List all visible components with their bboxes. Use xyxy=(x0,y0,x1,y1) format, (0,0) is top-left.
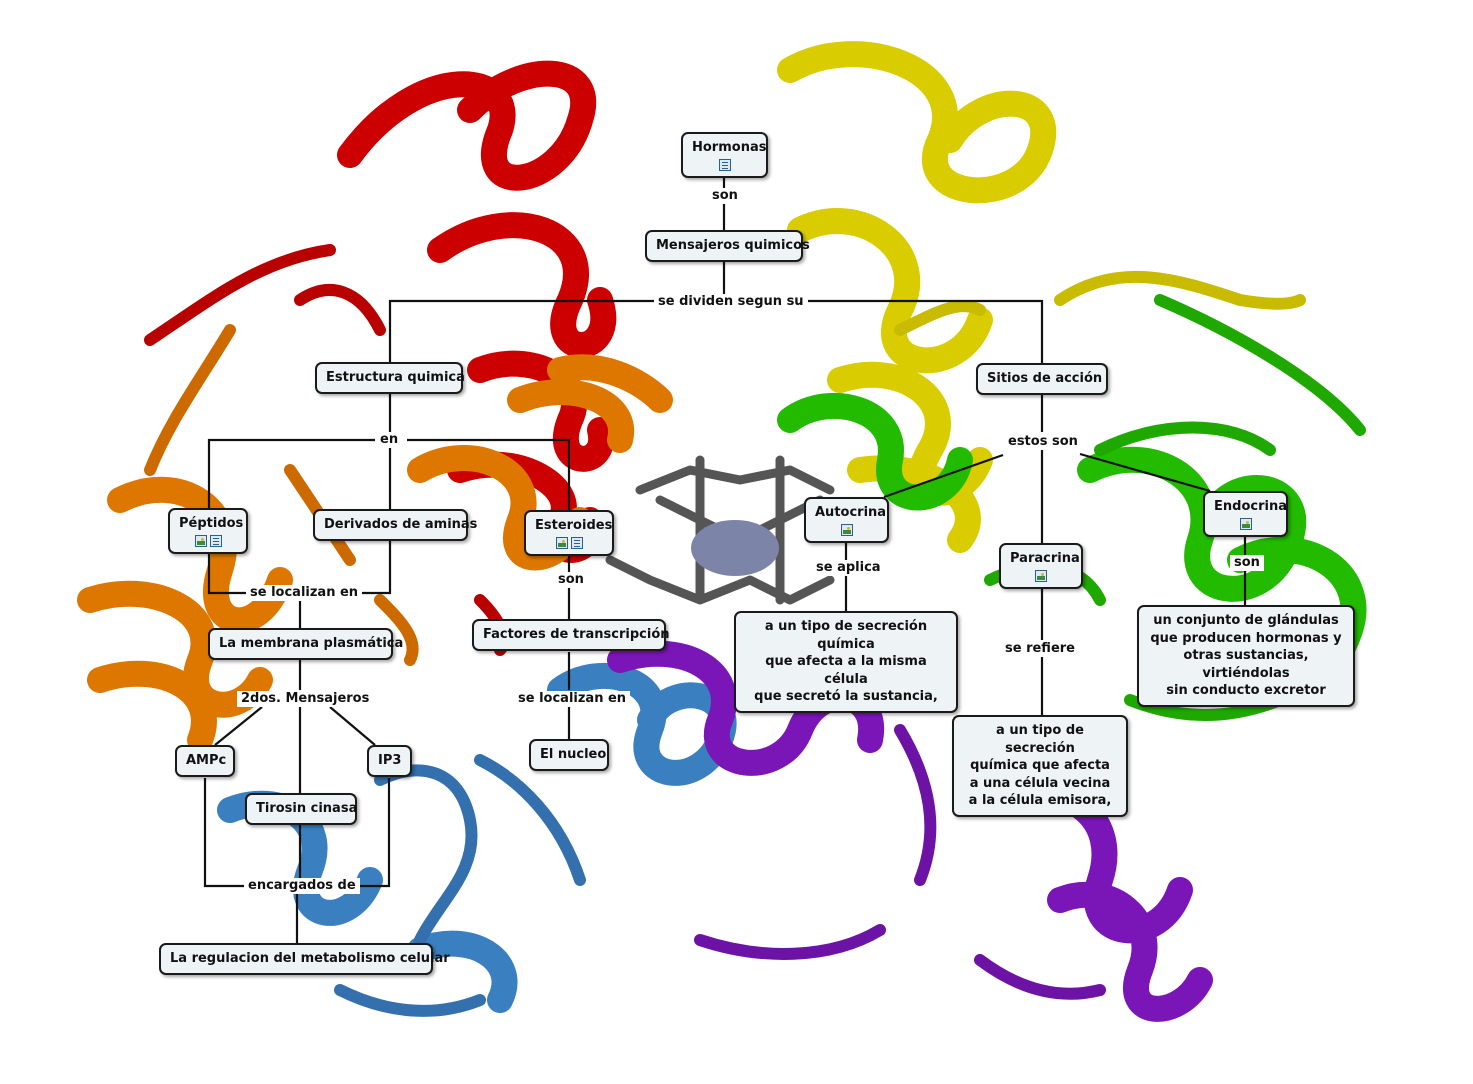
connector xyxy=(883,453,1004,499)
concept-label: Autocrina xyxy=(815,505,887,520)
concept-label: AMPc xyxy=(186,753,227,768)
concept-factores-de-transcripcion[interactable]: Factores de transcripción xyxy=(472,619,670,651)
definition-line: a la célula emisora, xyxy=(968,793,1112,809)
purple-strand-ribbon xyxy=(694,724,1106,1000)
concept-esteroides[interactable]: Esteroides xyxy=(524,510,614,556)
concept-label: Paracrina xyxy=(1010,551,1080,566)
orange-helix-ribbon xyxy=(77,354,673,753)
connector xyxy=(388,299,657,363)
definition-line: que producen hormonas y xyxy=(1150,630,1342,646)
heme-iron-atom xyxy=(691,520,779,576)
link-encargados-de: encargados de xyxy=(244,878,360,894)
link-son: son xyxy=(708,188,742,204)
concept-estructura-quimica[interactable]: Estructura quimica xyxy=(315,362,465,394)
concept-label: Hormonas xyxy=(692,140,767,155)
concept-paracrina-definicion[interactable]: a un tipo de secreción química que afect… xyxy=(952,715,1128,817)
definition-line: a un tipo de secreción xyxy=(996,723,1084,756)
concept-label: Sitios de acción xyxy=(987,371,1103,386)
connector xyxy=(207,438,375,508)
concept-membrana-plasmatica[interactable]: La membrana plasmática xyxy=(208,628,404,660)
image-attachment-icon[interactable] xyxy=(194,534,207,547)
definition-line: un conjunto de glándulas xyxy=(1153,613,1339,628)
concept-label: La regulacion del metabolismo celular xyxy=(170,951,450,966)
concept-autocrina-definicion[interactable]: a un tipo de secreción química que afect… xyxy=(734,611,958,713)
image-attachment-icon[interactable] xyxy=(1239,517,1252,530)
concept-tirosin-cinasa[interactable]: Tirosin cinasa xyxy=(245,793,357,825)
concept-label: Factores de transcripción xyxy=(483,627,670,642)
connector xyxy=(203,778,246,888)
concept-hormonas[interactable]: Hormonas xyxy=(681,132,768,178)
definition-line: que secretó la sustancia, xyxy=(754,689,938,705)
concept-paracrina[interactable]: Paracrina xyxy=(999,543,1083,589)
concept-label: Tirosin cinasa xyxy=(256,801,358,816)
connector xyxy=(214,706,263,746)
definition-line: química que afecta xyxy=(970,758,1110,774)
connector xyxy=(329,706,376,746)
link-son: son xyxy=(554,572,588,588)
connector xyxy=(207,552,246,595)
concept-sitios-de-accion[interactable]: Sitios de acción xyxy=(976,363,1108,395)
concept-mensajeros-quimicos[interactable]: Mensajeros quimicos xyxy=(645,230,810,262)
link-segundos-mensajeros: 2dos. Mensajeros xyxy=(237,691,374,707)
definition-line: otras sustancias, virtiéndolas xyxy=(1183,648,1309,681)
concept-ip3[interactable]: IP3 xyxy=(367,745,412,777)
document-attachment-icon[interactable] xyxy=(209,534,222,547)
link-se-aplica: se aplica xyxy=(812,560,885,576)
concept-ampc[interactable]: AMPc xyxy=(175,745,235,777)
red-helix-ribbon xyxy=(337,60,617,563)
connector xyxy=(407,438,571,511)
link-se-refiere: se refiere xyxy=(1001,641,1079,657)
definition-line: a una célula vecina xyxy=(969,775,1111,791)
concept-label: Mensajeros quimicos xyxy=(656,238,810,253)
connector xyxy=(792,299,1044,364)
concept-label: IP3 xyxy=(378,753,402,768)
document-attachment-icon[interactable] xyxy=(570,536,583,549)
link-son: son xyxy=(1230,555,1264,571)
concept-label: Péptidos xyxy=(179,516,244,531)
concept-autocrina[interactable]: Autocrina xyxy=(804,497,889,543)
definition-line: que afecta a la misma célula xyxy=(765,654,927,687)
link-se-localizan-en: se localizan en xyxy=(246,585,363,601)
concept-endocrina-definicion[interactable]: un conjunto de glándulas que producen ho… xyxy=(1137,605,1355,707)
concept-derivados-de-aminas[interactable]: Derivados de aminas xyxy=(313,509,478,541)
concept-label: Estructura quimica xyxy=(326,370,465,385)
concept-endocrina[interactable]: Endocrina xyxy=(1203,491,1288,537)
connector xyxy=(1079,452,1211,493)
yellow-helix-ribbon xyxy=(777,41,1057,553)
link-se-localizan-en: se localizan en xyxy=(514,691,631,707)
definition-line: sin conducto excretor xyxy=(1166,683,1326,699)
concept-label: Esteroides xyxy=(535,518,613,533)
concept-regulacion-metabolismo[interactable]: La regulacion del metabolismo celular xyxy=(159,943,450,975)
concept-label: El nucleo xyxy=(540,747,607,762)
connector xyxy=(352,778,391,888)
yellow-strand-ribbon xyxy=(894,270,1306,336)
link-se-dividen-segun-su: se dividen segun su xyxy=(654,294,808,310)
green-strand-ribbon xyxy=(984,294,1366,721)
connector xyxy=(356,540,392,595)
image-attachment-icon[interactable] xyxy=(840,523,853,536)
concept-label: La membrana plasmática xyxy=(219,636,404,651)
concept-el-nucleo[interactable]: El nucleo xyxy=(529,739,609,771)
concept-label: Endocrina xyxy=(1214,499,1287,514)
link-estos-son: estos son xyxy=(1004,434,1082,450)
concept-label: Derivados de aminas xyxy=(324,517,478,532)
image-attachment-icon[interactable] xyxy=(555,536,568,549)
concept-peptidos[interactable]: Péptidos xyxy=(168,508,248,554)
definition-line: a un tipo de secreción química xyxy=(764,619,928,652)
blue-strand-ribbon xyxy=(334,754,586,1017)
document-attachment-icon[interactable] xyxy=(718,158,731,171)
link-en: en xyxy=(376,432,403,448)
image-attachment-icon[interactable] xyxy=(1035,569,1047,582)
